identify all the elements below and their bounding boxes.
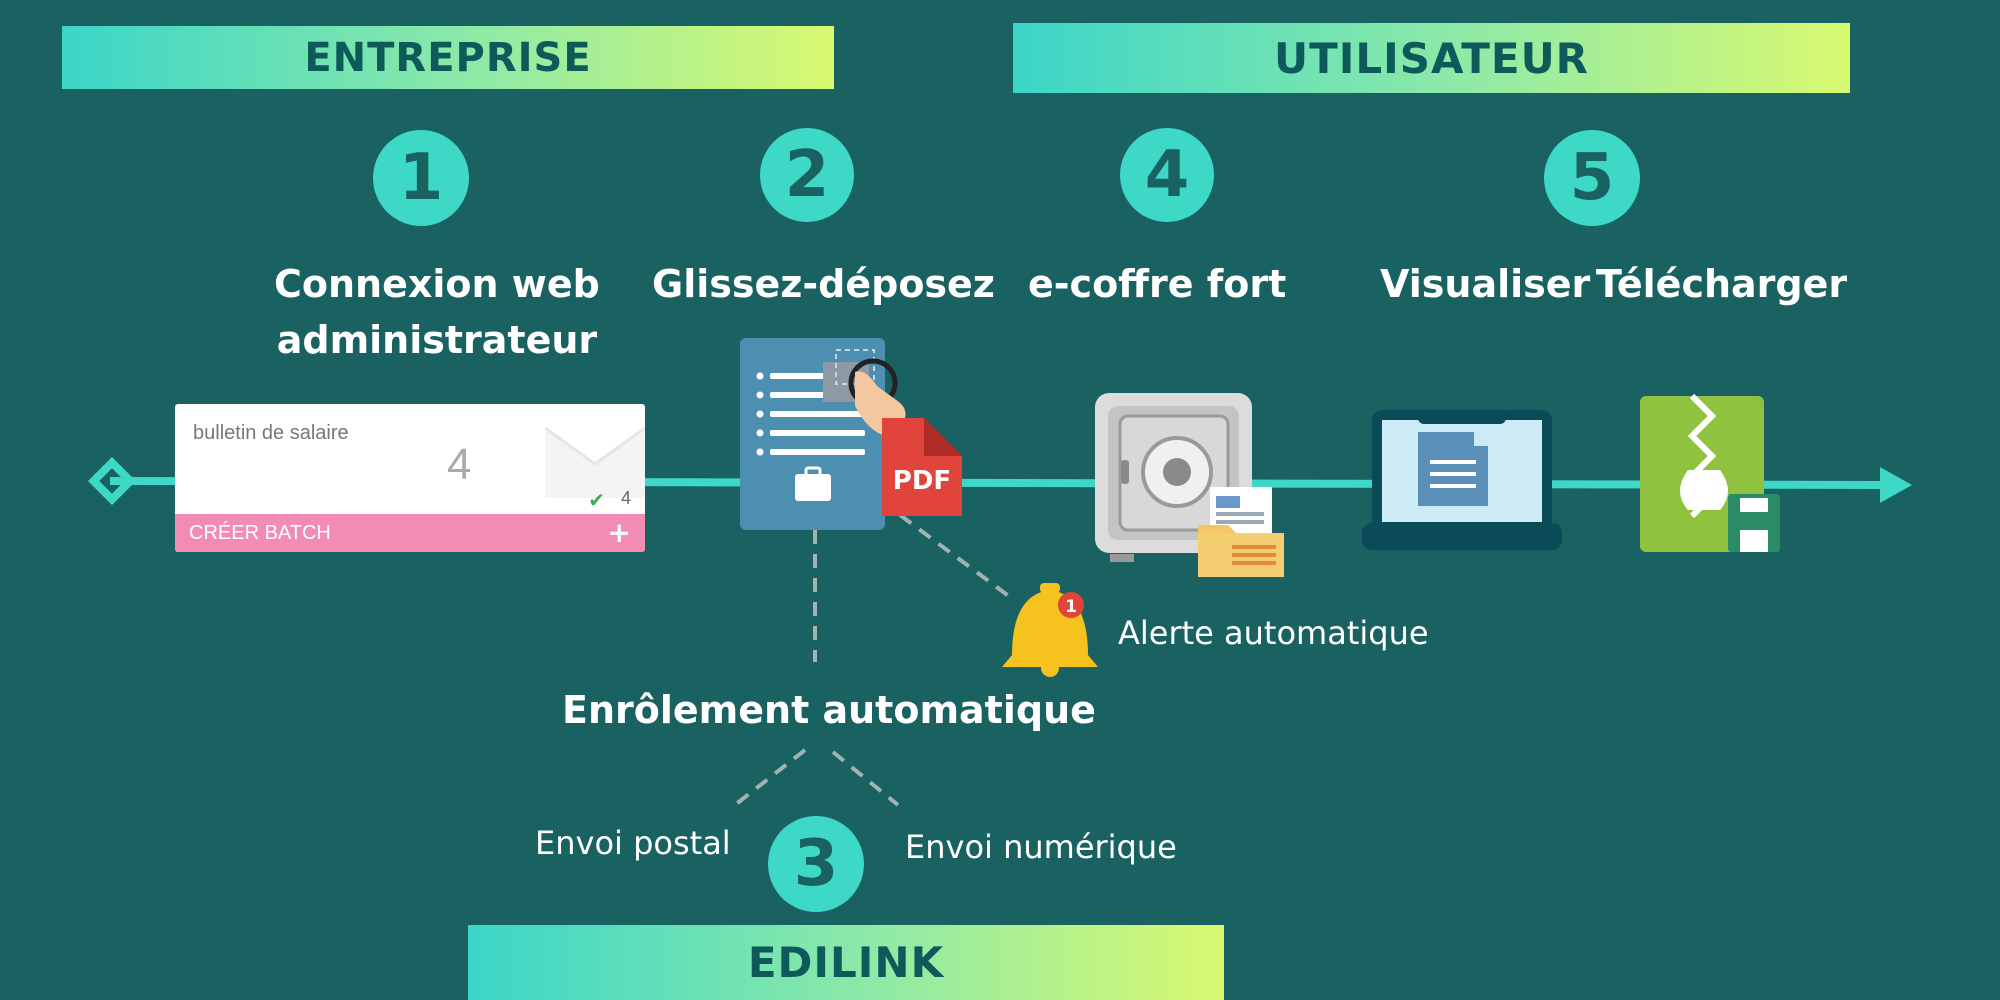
caption-postal: Envoi postal bbox=[535, 824, 731, 862]
caption-enrolement: Enrôlement automatique bbox=[562, 688, 1096, 732]
envelope-icon bbox=[545, 426, 645, 498]
caption-numerique: Envoi numérique bbox=[905, 828, 1177, 866]
batch-card-count: 4 bbox=[447, 440, 472, 489]
banner-entreprise: ENTREPRISE bbox=[62, 26, 834, 89]
folder-icon bbox=[1198, 487, 1284, 577]
timeline-start-diamond bbox=[87, 456, 137, 506]
step-5-circle: 5 bbox=[1544, 130, 1640, 226]
dashed-connector-postal bbox=[733, 748, 807, 807]
batch-card-label: bulletin de salaire bbox=[193, 422, 349, 444]
step-2-title: Glissez-déposez bbox=[652, 262, 995, 306]
caption-alerte: Alerte automatique bbox=[1118, 614, 1429, 652]
pdf-icon bbox=[882, 418, 962, 516]
batch-card: bulletin de salaire 4 ✔ 4 CRÉER BATCH + bbox=[175, 404, 645, 552]
notification-badge: 1 bbox=[1065, 597, 1077, 617]
step-1-title-line1: Connexion web bbox=[274, 262, 600, 306]
banner-edilink: EDILINK bbox=[468, 925, 1224, 1000]
create-batch-label: CRÉER BATCH bbox=[189, 522, 331, 544]
bell-icon bbox=[1002, 583, 1098, 677]
banner-utilisateur: UTILISATEUR bbox=[1013, 23, 1850, 93]
laptop-icon bbox=[1362, 410, 1562, 550]
step-1-title-line2: administrateur bbox=[276, 318, 598, 362]
zip-download-icon bbox=[1640, 393, 1780, 552]
dashed-connector-alert bbox=[898, 513, 1012, 599]
dashed-connector-numerique bbox=[831, 750, 900, 807]
check-icon: ✔ bbox=[588, 488, 605, 512]
step-5-title-telecharger: Télécharger bbox=[1596, 262, 1848, 306]
step-5-title-visualiser: Visualiser bbox=[1380, 262, 1591, 306]
document-dragdrop-icon bbox=[740, 338, 906, 530]
step-1-circle: 1 bbox=[373, 130, 469, 226]
step-4-circle: 4 bbox=[1120, 128, 1214, 222]
plus-icon: + bbox=[607, 516, 631, 549]
timeline-end-arrow bbox=[1880, 467, 1912, 503]
create-batch-button[interactable]: CRÉER BATCH + bbox=[175, 514, 645, 552]
step-2-circle: 2 bbox=[760, 128, 854, 222]
step-4-title: e-coffre fort bbox=[1028, 262, 1287, 306]
safe-icon bbox=[1095, 393, 1252, 562]
pdf-label: PDF bbox=[893, 466, 951, 496]
batch-card-check-count: 4 bbox=[620, 488, 631, 508]
step-1-title: Connexion web administrateur bbox=[274, 256, 600, 368]
step-3-circle: 3 bbox=[768, 816, 864, 912]
